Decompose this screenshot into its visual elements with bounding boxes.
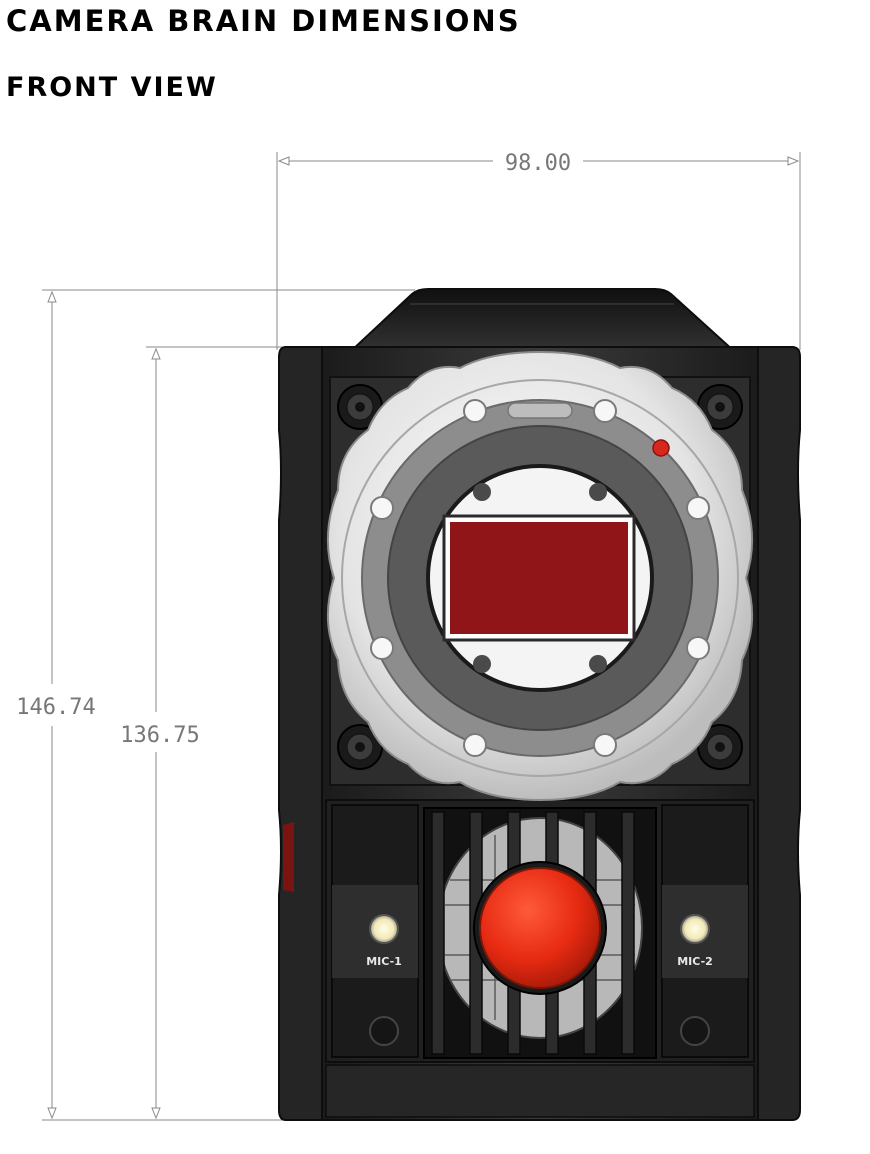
left-side-red-accent — [283, 822, 294, 892]
total-height-dimension — [42, 289, 415, 1121]
view-subtitle: FRONT VIEW — [6, 72, 218, 103]
right-side-rail — [757, 346, 801, 1121]
mic-1-led — [369, 914, 399, 944]
mount-bolt — [593, 399, 617, 423]
mount-bolt — [686, 636, 710, 660]
sensor — [450, 522, 628, 634]
bottom-plate — [325, 1064, 755, 1118]
top-hump — [347, 288, 738, 353]
screw-bottom-left — [337, 724, 383, 770]
mount-bolt — [370, 636, 394, 660]
mic-1-label: MIC-1 — [366, 955, 402, 968]
mic-module-left — [331, 804, 419, 1058]
left-side-rail — [278, 346, 323, 1121]
mount-bolt — [593, 733, 617, 757]
mount-bolt — [463, 733, 487, 757]
body-height-dimension — [146, 346, 300, 1120]
screw-top-right — [697, 384, 743, 430]
lens-mount — [326, 350, 754, 802]
grille-bar — [431, 811, 445, 1055]
grille-bar — [621, 811, 635, 1055]
screw-top-left — [337, 384, 383, 430]
bayonet-tab — [473, 655, 491, 673]
mount-bolt — [370, 496, 394, 520]
screw-bottom-right — [697, 724, 743, 770]
width-dimension — [276, 152, 801, 350]
mic-1-port — [369, 1016, 399, 1046]
mic-2-led — [680, 914, 710, 944]
mount-release-slot — [507, 402, 573, 419]
bayonet-tab — [589, 655, 607, 673]
bayonet-tab — [473, 483, 491, 501]
bayonet-tab — [589, 483, 607, 501]
mount-ring-groove — [341, 379, 739, 777]
mic-2-port — [680, 1016, 710, 1046]
mic-2-label: MIC-2 — [677, 955, 713, 968]
total-height-label: 146.74 — [16, 695, 95, 720]
record-button[interactable] — [473, 861, 607, 995]
mount-bolt — [686, 496, 710, 520]
mount-bolt — [463, 399, 487, 423]
mic-module-right — [661, 804, 749, 1058]
mount-index-dot — [652, 439, 670, 457]
page-title: CAMERA BRAIN DIMENSIONS — [6, 4, 521, 38]
width-dimension-label: 98.00 — [505, 151, 571, 176]
body-height-label: 136.75 — [120, 723, 199, 748]
